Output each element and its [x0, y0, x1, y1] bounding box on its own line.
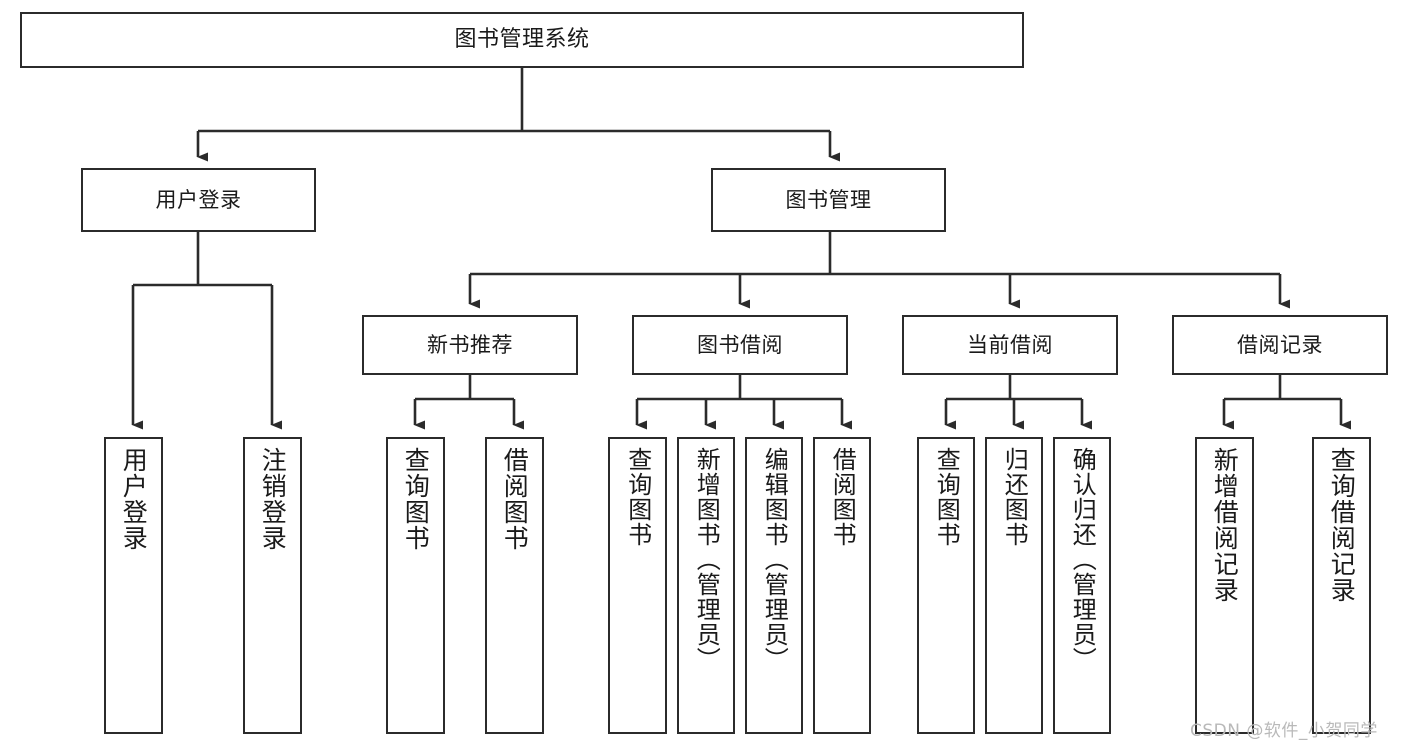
node-label: 用户登录	[119, 447, 149, 551]
leaf-borrow-book-newbook[interactable]: 借阅图书	[485, 437, 544, 734]
node-label: 借阅图书	[828, 447, 857, 547]
node-label: 图书管理系统	[454, 27, 590, 53]
node-label: 借阅图书	[500, 447, 530, 551]
node-current-borrow[interactable]: 当前借阅	[902, 315, 1118, 375]
node-root-book-management-system[interactable]: 图书管理系统	[20, 12, 1024, 68]
node-label: 图书借阅	[697, 332, 783, 357]
csdn-watermark: CSDN @软件_小贺同学	[1190, 721, 1378, 741]
node-label: 查询图书	[932, 447, 961, 547]
node-label: 新增图书（管理员）	[692, 447, 721, 672]
node-label: 新增借阅记录	[1210, 447, 1240, 603]
node-label: 当前借阅	[967, 332, 1053, 357]
node-label: 查询图书	[623, 447, 652, 547]
leaf-query-borrow-record[interactable]: 查询借阅记录	[1312, 437, 1371, 734]
node-book-management[interactable]: 图书管理	[711, 168, 946, 232]
node-label: 用户登录	[155, 187, 242, 212]
leaf-user-login[interactable]: 用户登录	[104, 437, 163, 734]
node-borrow-record[interactable]: 借阅记录	[1172, 315, 1388, 375]
leaf-query-book-newbook[interactable]: 查询图书	[386, 437, 445, 734]
leaf-add-borrow-record[interactable]: 新增借阅记录	[1195, 437, 1254, 734]
leaf-borrow-book[interactable]: 借阅图书	[813, 437, 871, 734]
node-label: 归还图书	[1000, 447, 1029, 547]
node-label: 新书推荐	[427, 332, 513, 357]
leaf-confirm-return-admin[interactable]: 确认归还（管理员）	[1053, 437, 1111, 734]
node-label: 查询图书	[401, 447, 431, 551]
leaf-return-book[interactable]: 归还图书	[985, 437, 1043, 734]
leaf-logout[interactable]: 注销登录	[243, 437, 302, 734]
node-label: 确认归还（管理员）	[1068, 447, 1097, 672]
node-label: 编辑图书（管理员）	[760, 447, 789, 672]
leaf-add-book-admin[interactable]: 新增图书（管理员）	[677, 437, 735, 734]
leaf-query-book-borrow[interactable]: 查询图书	[608, 437, 667, 734]
node-label: 注销登录	[258, 447, 288, 551]
node-user-login[interactable]: 用户登录	[81, 168, 316, 232]
leaf-edit-book-admin[interactable]: 编辑图书（管理员）	[745, 437, 803, 734]
node-label: 借阅记录	[1237, 332, 1323, 357]
node-new-book-recommend[interactable]: 新书推荐	[362, 315, 578, 375]
node-label: 图书管理	[785, 187, 872, 212]
node-label: 查询借阅记录	[1327, 447, 1357, 603]
node-book-borrow[interactable]: 图书借阅	[632, 315, 848, 375]
leaf-query-book-current[interactable]: 查询图书	[917, 437, 975, 734]
